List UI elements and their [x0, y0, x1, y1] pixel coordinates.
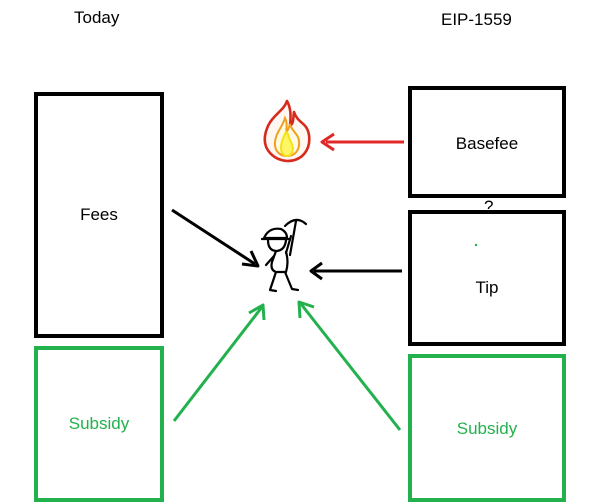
fees-label: Fees [80, 205, 118, 224]
miner-icon [260, 218, 308, 293]
eip1559-subsidy-label: Subsidy [456, 419, 518, 438]
eip1559-column-title: EIP-1559 [441, 10, 512, 29]
tip-box: Tip [408, 210, 566, 346]
basefee-label: Basefee [455, 134, 519, 153]
fees-to-miner-arrow [171, 208, 260, 268]
basefee-burn-arrow [320, 132, 404, 152]
today-subsidy-to-miner-arrow [172, 303, 266, 422]
today-subsidy-box: Subsidy [34, 346, 164, 502]
eip1559-subsidy-box: Subsidy [408, 354, 566, 502]
separator-question-mark: ? [484, 197, 494, 216]
today-column-title: Today [74, 8, 120, 27]
fees-box: Fees [34, 92, 164, 338]
tip-to-miner-arrow [309, 261, 402, 281]
eip1559-subsidy-to-miner-arrow [297, 300, 402, 431]
flame-icon [263, 99, 311, 163]
basefee-box: Basefee [408, 86, 566, 198]
green-speck [474, 243, 478, 247]
today-subsidy-label: Subsidy [68, 414, 130, 433]
tip-label: Tip [475, 278, 499, 297]
